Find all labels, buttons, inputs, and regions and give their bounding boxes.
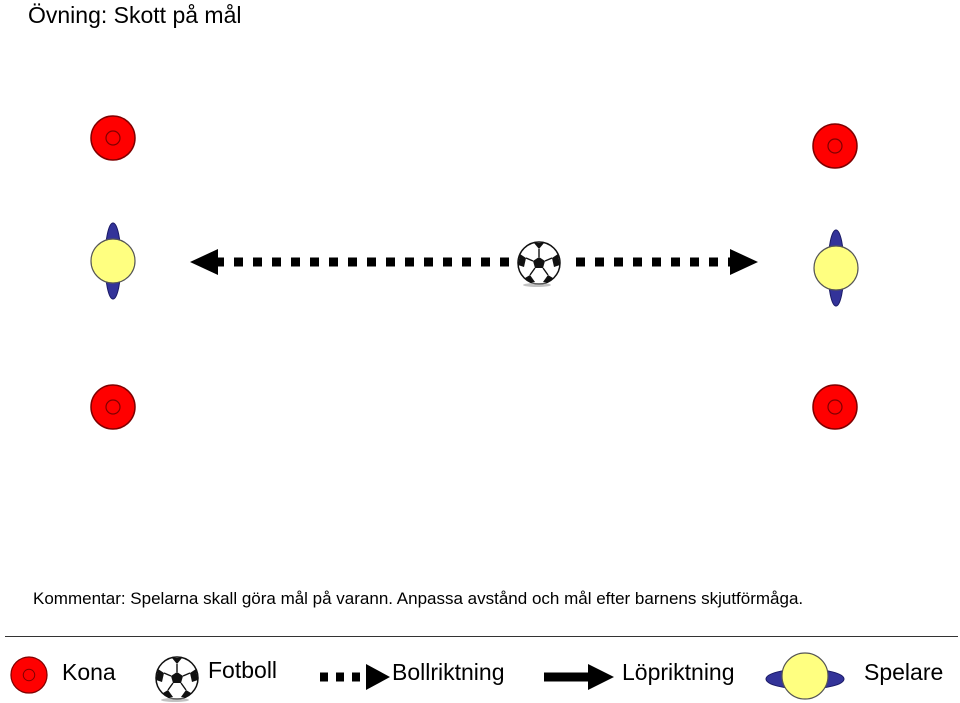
legend-label-run-direction: Löpriktning [622,659,735,685]
legend-ball-direction-icon [320,664,390,690]
legend-football-icon [155,656,199,703]
legend-label-cone: Kona [62,659,116,685]
cone-top-left [90,115,136,161]
cone-bottom-left [90,384,136,430]
cone-top-right [812,123,858,169]
player-left [90,222,136,300]
legend-label-player: Spelare [864,659,944,685]
ball-direction-arrow [190,249,758,275]
legend-player-icon [765,652,845,700]
legend-label-ball: Fotboll [208,657,278,683]
comment-text: Kommentar: Spelarna skall göra mål på va… [33,589,804,608]
cone-bottom-right [812,384,858,430]
legend-label-ball-direction: Bollriktning [392,659,505,685]
page-title: Övning: Skott på mål [28,2,242,28]
legend-cone-icon [10,656,48,694]
legend-run-direction-icon [544,664,614,690]
player-right [813,229,859,307]
legend-divider [5,636,958,637]
